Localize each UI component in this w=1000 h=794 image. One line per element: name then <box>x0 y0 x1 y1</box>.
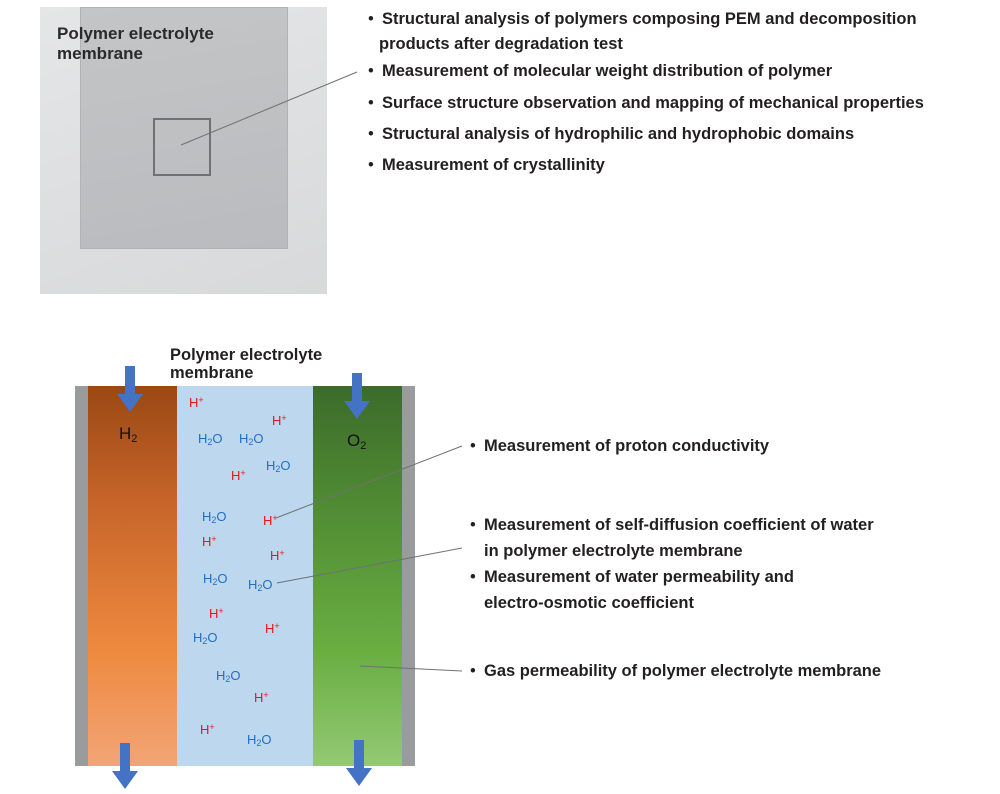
proton-species: H+ <box>189 395 204 410</box>
water-species: H2O <box>193 630 218 647</box>
membrane-label-line2: membrane <box>170 364 254 382</box>
measurement-proton-conductivity: Measurement of proton conductivity <box>468 436 769 457</box>
cathode-inlet-arrow-icon <box>344 373 370 419</box>
proton-species: H+ <box>254 690 269 705</box>
measurement-text: Measurement of crystallinity <box>382 156 605 174</box>
measurement-text: Structural analysis of polymers composin… <box>382 10 917 28</box>
leader-line-gas <box>359 665 463 672</box>
proton-species: H+ <box>231 468 246 483</box>
membrane-label-line1: Polymer electrolyte <box>170 346 323 364</box>
proton-species: H+ <box>272 413 287 428</box>
anode-gas-sub: 2 <box>131 433 138 445</box>
proton-species: H+ <box>200 722 215 737</box>
cathode-layer <box>313 386 402 766</box>
measurement-surface-structure: Surface structure observation and mappin… <box>366 93 924 114</box>
cathode-outlet-arrow-icon <box>346 740 372 786</box>
proton-species: H+ <box>263 513 278 528</box>
measurement-text: products after degradation test <box>379 35 623 53</box>
proton-species: H+ <box>265 621 280 636</box>
measurement-water-permeability: Measurement of water permeability and el… <box>468 564 874 616</box>
measurement-text: Measurement of proton conductivity <box>484 437 770 455</box>
anode-plate <box>75 386 88 766</box>
water-species: H2O <box>248 577 273 594</box>
photo-label: Polymer electrolyte membrane <box>57 24 214 63</box>
cathode-gas-label: O2 <box>347 432 366 455</box>
electrolyte-membrane <box>177 386 313 766</box>
measurement-crystallinity: Measurement of crystallinity <box>366 155 924 176</box>
bottom-measurement-proton: Measurement of proton conductivity <box>468 436 769 457</box>
cathode-gas: O <box>347 431 361 450</box>
proton-species: H+ <box>270 548 285 563</box>
anode-layer <box>88 386 177 766</box>
cathode-gas-sub: 2 <box>360 440 367 452</box>
leader-line-photo <box>180 71 358 146</box>
measurement-text: Gas permeability of polymer electrolyte … <box>484 662 882 680</box>
measurement-text: Surface structure observation and mappin… <box>382 94 924 112</box>
bottom-measurement-water: Measurement of self-diffusion coefficien… <box>468 512 874 616</box>
water-species: H2O <box>203 571 228 588</box>
measurement-structural-analysis-cont: products after degradation test <box>366 34 924 55</box>
measurement-text: Measurement of molecular weight distribu… <box>382 62 833 80</box>
measurement-self-diffusion: Measurement of self-diffusion coefficien… <box>468 512 874 564</box>
leader-line-proton <box>275 445 463 519</box>
measurement-domains: Structural analysis of hydrophilic and h… <box>366 124 924 145</box>
membrane-photo <box>40 7 327 294</box>
membrane-sheet <box>80 7 288 249</box>
cathode-plate <box>402 386 415 766</box>
measurement-molecular-weight: Measurement of molecular weight distribu… <box>366 61 924 82</box>
anode-outlet-arrow-icon <box>112 743 138 789</box>
bottom-measurement-gas: Gas permeability of polymer electrolyte … <box>468 661 881 682</box>
top-measurement-list: Structural analysis of polymers composin… <box>366 9 924 186</box>
proton-species: H+ <box>202 534 217 549</box>
measurement-text: Measurement of water permeability and <box>484 568 794 586</box>
water-species: H2O <box>239 431 264 448</box>
water-species: H2O <box>247 732 272 749</box>
water-species: H2O <box>198 431 223 448</box>
region-of-interest-box <box>153 118 211 176</box>
anode-gas: H <box>119 424 132 443</box>
water-species: H2O <box>216 668 241 685</box>
leader-line-water <box>276 547 463 584</box>
water-species: H2O <box>266 458 291 475</box>
membrane-label: Polymer electrolyte membrane <box>170 346 322 382</box>
measurement-gas-permeability: Gas permeability of polymer electrolyte … <box>468 661 881 682</box>
anode-gas-label: H2 <box>119 425 137 448</box>
water-species: H2O <box>202 509 227 526</box>
measurement-text: Measurement of self-diffusion coefficien… <box>484 516 874 534</box>
measurement-text: Structural analysis of hydrophilic and h… <box>382 125 855 143</box>
measurement-structural-analysis: Structural analysis of polymers composin… <box>366 9 924 30</box>
anode-inlet-arrow-icon <box>117 366 143 412</box>
measurement-text: electro-osmotic coefficient <box>484 594 694 612</box>
proton-species: H+ <box>209 606 224 621</box>
measurement-text: in polymer electrolyte membrane <box>484 542 743 560</box>
